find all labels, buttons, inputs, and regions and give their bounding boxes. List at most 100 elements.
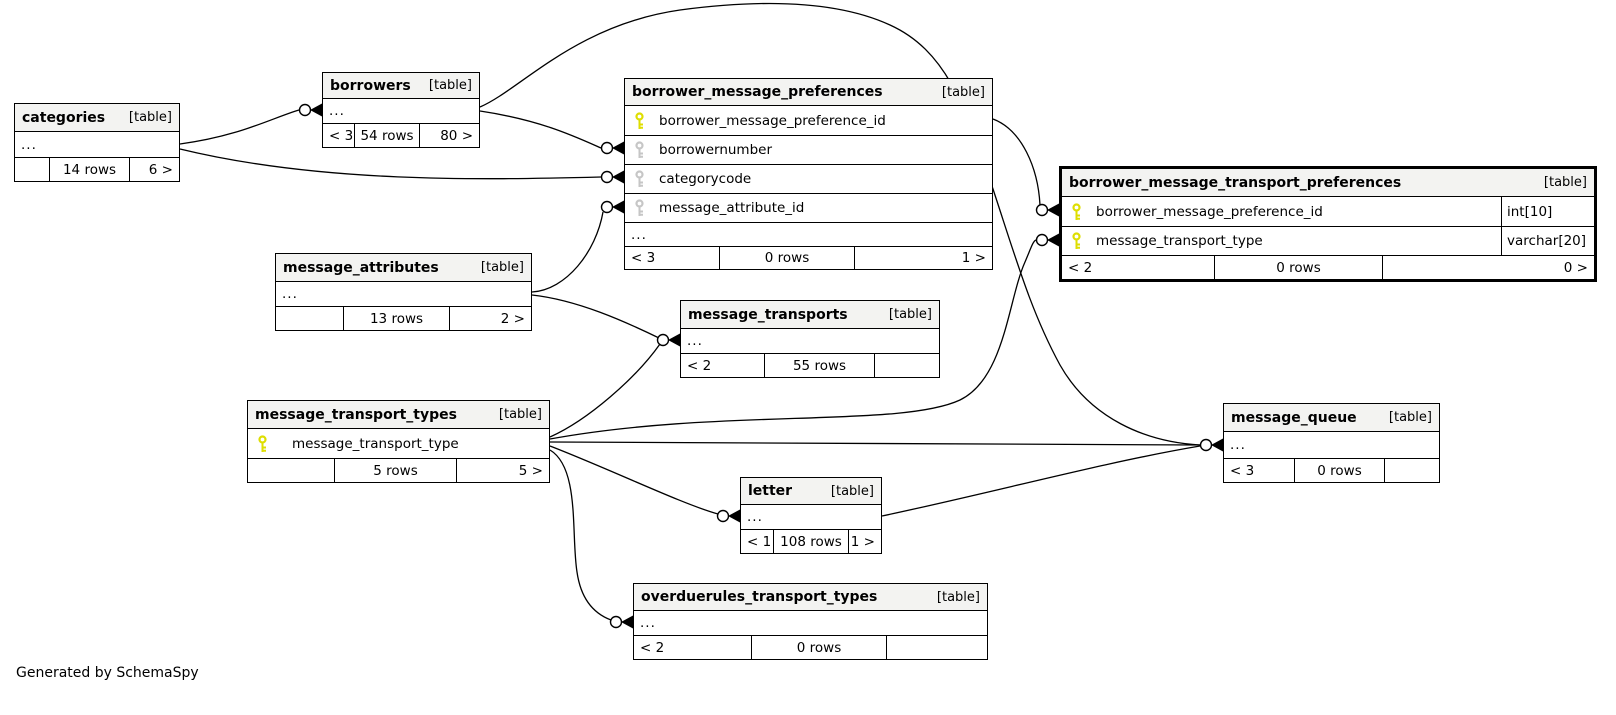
table-borrowers[interactable]: borrowers [table] ... < 3 54 rows 80 > <box>322 72 480 148</box>
edge-mtt-message-queue <box>549 441 1201 446</box>
table-letter[interactable]: letter [table] ... < 1 108 rows 1 > <box>740 477 882 554</box>
edge-borrowers-message-queue <box>479 2 1201 446</box>
footer-children: 80 > <box>419 124 479 147</box>
connector-message-transports <box>656 333 680 347</box>
footer-parents: < 3 <box>1230 462 1255 479</box>
ellipsis-row: ... <box>1230 437 1246 453</box>
column-name: borrower_message_preference_id <box>659 112 886 129</box>
footer-parents: < 3 <box>329 127 354 144</box>
table-tag: [table] <box>480 260 524 275</box>
footer-rowcount: 0 rows <box>1294 459 1384 482</box>
footer-children <box>886 636 987 659</box>
column-name: borrower_message_preference_id <box>1096 203 1323 220</box>
footer-parents: < 2 <box>640 639 665 656</box>
column-row-message-attribute-id[interactable]: message_attribute_id <box>625 193 992 222</box>
ellipsis-row: ... <box>640 615 656 631</box>
table-header[interactable]: message_transports [table] <box>681 301 939 329</box>
table-overduerules-transport-types[interactable]: overduerules_transport_types [table] ...… <box>633 583 988 660</box>
table-header[interactable]: message_queue [table] <box>1224 404 1439 432</box>
table-tag: [table] <box>941 84 985 100</box>
table-header[interactable]: borrowers [table] <box>323 73 479 99</box>
table-footer: < 3 54 rows 80 > <box>323 123 479 147</box>
table-header[interactable]: borrower_message_preferences [table] <box>625 79 992 106</box>
ellipsis-row: ... <box>21 136 37 153</box>
edge-message-attributes-message-transports <box>531 294 660 339</box>
foreign-key-icon <box>635 199 644 216</box>
footer-children: 2 > <box>449 307 531 330</box>
column-name: categorycode <box>659 171 752 187</box>
table-borrower-message-transport-preferences[interactable]: borrower_message_transport_preferences [… <box>1059 166 1597 282</box>
footer-children: 5 > <box>456 459 549 482</box>
footer-parents: < 1 <box>747 533 772 550</box>
table-tag: [table] <box>936 589 980 605</box>
table-message-attributes[interactable]: message_attributes [table] ... 13 rows 2… <box>275 253 532 331</box>
edge-mtt-overduerules <box>549 449 612 621</box>
table-header[interactable]: message_transport_types [table] <box>248 401 549 429</box>
column-row-borrower-message-preference-id[interactable]: borrower_message_preference_id int[10] <box>1062 197 1594 226</box>
table-footer: < 1 108 rows 1 > <box>741 529 881 553</box>
table-message-transport-types[interactable]: message_transport_types [table] message_… <box>247 400 550 483</box>
column-row-categorycode[interactable]: categorycode <box>625 164 992 193</box>
edge-mtt-letter <box>549 445 719 515</box>
footer-parents: < 2 <box>687 357 712 374</box>
table-footer: 13 rows 2 > <box>276 306 531 330</box>
connector-message-queue <box>1199 438 1223 452</box>
table-message-transports[interactable]: message_transports [table] ... < 2 55 ro… <box>680 300 940 378</box>
footer-rowcount: 5 rows <box>334 459 456 482</box>
footer-parents <box>276 307 343 330</box>
footer-rowcount: 54 rows <box>354 124 419 147</box>
column-name: borrowernumber <box>659 142 773 158</box>
ellipsis-row: ... <box>625 222 992 246</box>
table-name: borrower_message_preferences <box>632 84 883 100</box>
primary-key-icon <box>635 111 644 129</box>
table-header[interactable]: letter [table] <box>741 478 881 505</box>
connector-bmp-borrowernumber <box>600 141 624 155</box>
table-message-queue[interactable]: message_queue [table] ... < 3 0 rows <box>1223 403 1440 483</box>
table-header[interactable]: categories [table] <box>15 104 179 132</box>
footer-children: 6 > <box>129 158 179 181</box>
table-header[interactable]: overduerules_transport_types [table] <box>634 584 987 611</box>
table-header[interactable]: borrower_message_transport_preferences [… <box>1062 169 1594 197</box>
table-name: message_transport_types <box>255 406 457 423</box>
connector-bmtp-row2 <box>1035 233 1059 247</box>
table-name: message_queue <box>1231 409 1357 426</box>
edge-mtt-bmtp-message-transport-type <box>549 239 1037 440</box>
table-name: message_attributes <box>283 259 439 276</box>
footer-children <box>874 354 939 377</box>
edge-message-attributes-bmp-message-attribute-id <box>531 211 604 293</box>
table-categories[interactable]: categories [table] ... 14 rows 6 > <box>14 103 180 182</box>
primary-key-icon <box>1072 202 1081 220</box>
column-row-message-transport-type[interactable]: message_transport_type varchar[20] <box>1062 226 1594 255</box>
connector-bmtp-row1 <box>1035 203 1059 217</box>
footer-rowcount: 0 rows <box>751 636 886 659</box>
column-name: message_attribute_id <box>659 200 805 216</box>
footer-parents <box>15 158 49 181</box>
generator-note: Generated by SchemaSpy <box>16 665 199 681</box>
footer-rowcount: 55 rows <box>764 354 874 377</box>
footer-children <box>1384 459 1439 482</box>
footer-children: 1 > <box>848 530 881 553</box>
edge-letter-message-queue <box>881 445 1201 517</box>
column-name: message_transport_type <box>292 435 459 452</box>
footer-children: 1 > <box>854 247 992 269</box>
column-type: int[10] <box>1501 197 1594 226</box>
table-tag: [table] <box>1388 410 1432 425</box>
footer-rowcount: 0 rows <box>719 247 854 269</box>
ellipsis-row: ... <box>329 103 345 119</box>
edge-categories-borrowers <box>179 109 300 145</box>
connector-borrowers <box>298 103 322 117</box>
table-footer: 5 rows 5 > <box>248 458 549 482</box>
table-header[interactable]: message_attributes [table] <box>276 254 531 282</box>
table-borrower-message-preferences[interactable]: borrower_message_preferences [table] bor… <box>624 78 993 270</box>
column-row-borrower-message-preference-id[interactable]: borrower_message_preference_id <box>625 106 992 135</box>
table-tag: [table] <box>128 110 172 125</box>
table-name: letter <box>748 483 793 499</box>
ellipsis-row: ... <box>687 333 703 349</box>
foreign-key-icon <box>635 170 644 187</box>
column-row-message-transport-type[interactable]: message_transport_type <box>248 429 549 458</box>
table-name: borrowers <box>330 77 411 94</box>
foreign-key-icon <box>635 141 644 158</box>
column-row-borrowernumber[interactable]: borrowernumber <box>625 135 992 164</box>
table-footer: < 3 0 rows <box>1224 458 1439 482</box>
